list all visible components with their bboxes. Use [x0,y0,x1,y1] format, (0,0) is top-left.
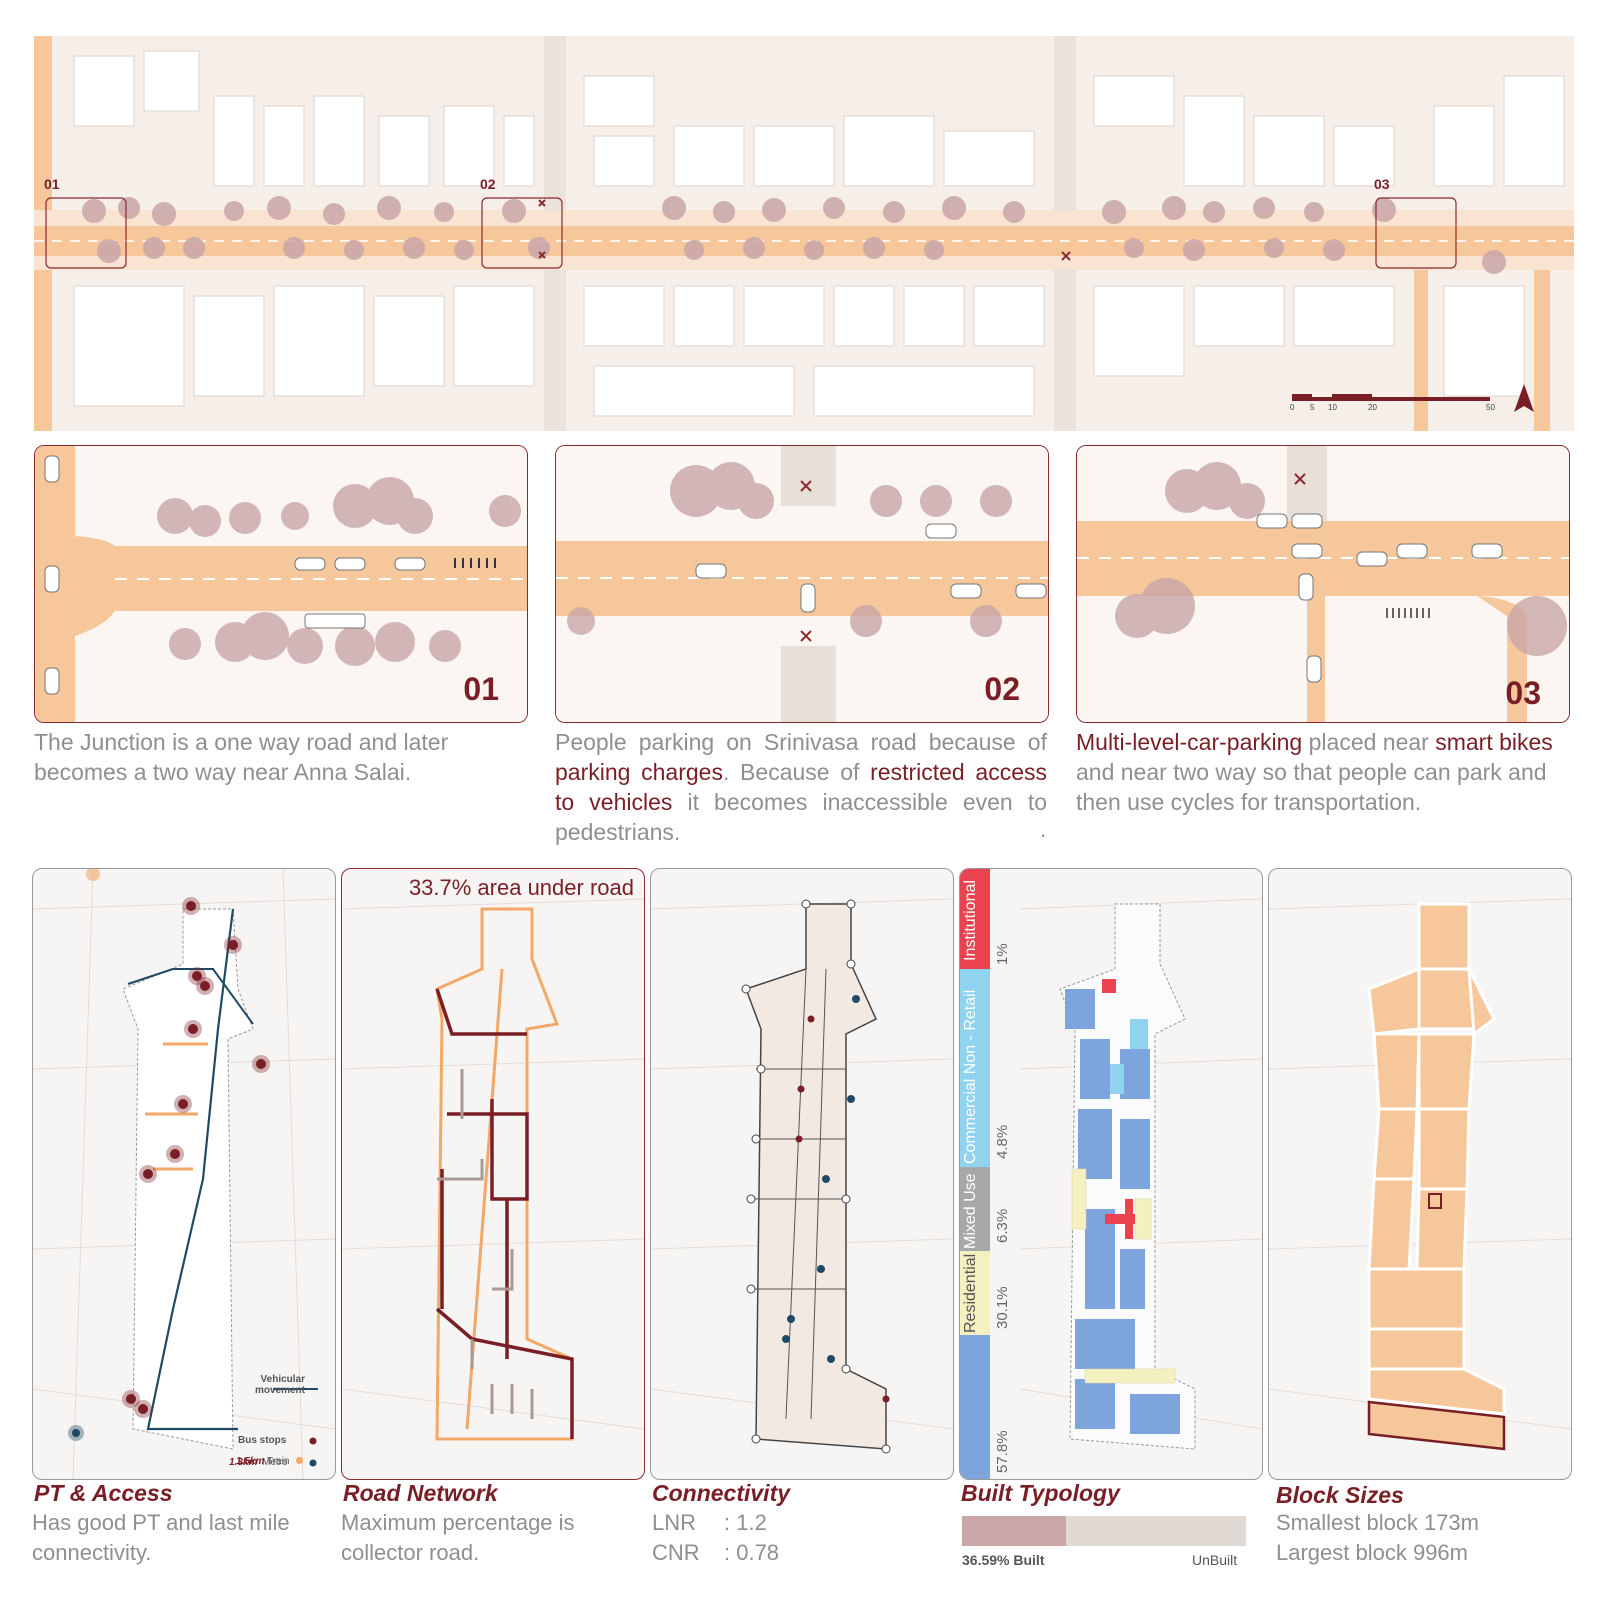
connectivity-title: Connectivity [652,1480,791,1506]
scale-tick-0: 0 [1290,403,1295,412]
block-sizes-title: Block Sizes [1276,1482,1404,1508]
scale-bar [1292,394,1490,401]
scale-tick-10: 10 [1328,403,1337,412]
cross-mark [1061,251,1071,261]
train-marker [86,869,100,881]
block-sizes-desc-1: Smallest block 173m [1276,1510,1479,1535]
built-unbuilt-bar [962,1516,1246,1546]
built-typology-map: Institutional Commercial Non - Retail Mi… [959,868,1263,1480]
marker-label-01: 01 [44,176,60,192]
desc-01-text: The Junction is a one way road and later… [34,729,449,785]
road-network-desc-2: collector road. [341,1540,480,1565]
desc-03-part-4: and near two way so that people can park… [1076,759,1547,815]
zoom-description-03: Multi-level-car-parking placed near smar… [1076,727,1576,817]
zoom-number-01: 01 [463,671,499,707]
zoom-description-01: The Junction is a one way road and later… [34,727,526,787]
scale-tick-5: 5 [1310,403,1315,412]
largest-block-outline [1367,1400,1506,1451]
legend-metro: Metro [262,1457,288,1468]
built-label: 36.59% Built [962,1552,1045,1568]
typology-bar-other [960,1335,990,1479]
pt-access-title: PT & Access [34,1480,173,1506]
zoom-number-02: 02 [984,671,1020,707]
legend-train: 1.5km Train [236,1456,304,1467]
zoom-number-03: 03 [1505,675,1541,711]
smallest-block-outline [1428,1193,1442,1209]
lnr-value: : 1.2 [724,1510,767,1535]
pt-access-desc-2: connectivity. [32,1540,152,1565]
typology-bar-institutional [960,869,990,969]
lnr-label: LNR [652,1510,697,1535]
desc-02-part-1: People parking on Srinivasa road because… [555,729,1047,755]
zoom-panel-02: 02 [555,445,1049,723]
typology-bar-commercial [960,969,990,1167]
typology-bar [960,869,990,1479]
pt-access-map: Vehicular movement Bus stops 1.3km Metro [32,868,336,1480]
road-network-map: 33.7% area under road [341,868,645,1480]
desc-02-part-3: . Because of [722,759,871,785]
street-plan-map: 01 02 03 0 5 10 20 50 [34,36,1574,431]
marker-label-02: 02 [480,176,496,192]
road-network-title: Road Network [343,1480,498,1506]
typology-bar-mixed [960,1167,990,1251]
legend-train-dist-inline: 1.5km [236,1456,265,1467]
pt-access-desc-1: Has good PT and last mile [32,1510,290,1535]
cross-street-4 [1534,266,1550,431]
train-legend-dot [296,1457,304,1464]
street-plan-drawing [34,36,1574,431]
legend-bus: Bus stops [238,1435,287,1446]
desc-02-part-4: restricted access to vehicles [555,759,1048,815]
connectivity-map [650,868,954,1480]
bus-stop-markers [122,897,270,1418]
cnr-value: : 0.78 [724,1540,780,1565]
tree-canopy-row [82,196,1506,274]
desc-03-part-2: placed near [1302,729,1436,755]
desc-02-trailing-dot: . [1040,816,1047,842]
desc-03-part-3: smart bikes [1435,729,1553,755]
marker-box-03 [1375,197,1457,269]
zoom-description-02: People parking on Srinivasa road because… [555,727,1047,847]
desc-03-part-1: Multi-level-car-parking [1076,729,1303,755]
marker-box-01 [45,197,127,269]
block-polygons [1367,902,1506,1416]
marker-label-03: 03 [1374,176,1390,192]
legend-vehicular: Vehicular movement [254,1374,305,1396]
scale-tick-50: 50 [1486,403,1495,412]
typology-bar-residential [960,1251,990,1335]
cross-street-3 [1414,266,1428,431]
road-network-desc-1: Maximum percentage is [341,1510,575,1535]
desc-02-part-2: parking charges [555,759,723,785]
metro-marker [72,1429,80,1437]
built-typology-title: Built Typology [961,1480,1120,1506]
block-sizes-map [1268,868,1572,1480]
built-fill [962,1516,1066,1546]
legend-train-label: Train [266,1456,290,1467]
zoom-panel-01: 01 [34,445,528,723]
scale-tick-20: 20 [1368,403,1377,412]
north-arrow-icon [1514,384,1534,412]
unbuilt-label: UnBuilt [1192,1552,1238,1568]
marker-box-02 [481,197,563,269]
cnr-label: CNR [652,1540,700,1565]
block-sizes-desc-2: Largest block 996m [1276,1540,1468,1565]
road-network-annotation: 33.7% area under road [408,875,634,900]
desc-02-part-5: it becomes inaccessible even to pedestri… [555,789,1047,845]
zoom-panel-03: 03 [1076,445,1570,723]
legend-metro-dist: 1.3km [229,1457,258,1468]
